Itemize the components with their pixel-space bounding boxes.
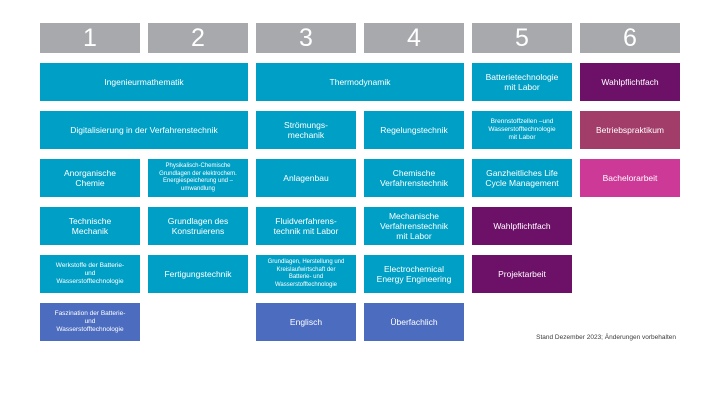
course-box-fertigungstechnik: Fertigungstechnik <box>148 255 248 293</box>
revision-note: Stand Dezember 2023; Änderungen vorbehal… <box>536 334 676 341</box>
semester-column-1: 1 <box>40 23 140 53</box>
semester-column-4: 4 <box>364 23 464 53</box>
course-box-ueberfachlich: Überfachlich <box>364 303 464 341</box>
course-box-stroemungsmechanik: Strömungs- mechanik <box>256 111 356 149</box>
course-box-werkstoffe: Werkstoffe der Batterie- und Wasserstoff… <box>40 255 140 293</box>
course-box-life-cycle-management: Ganzheitliches Life Cycle Management <box>472 159 572 197</box>
course-box-batterietechnologie-mit-labor: Batterietechnologie mit Labor <box>472 63 572 101</box>
course-box-digitalisierung: Digitalisierung in der Verfahrenstechnik <box>40 111 248 149</box>
course-box-wahlpflichtfach-2: Wahlpflichtfach <box>472 207 572 245</box>
course-box-technische-mechanik: Technische Mechanik <box>40 207 140 245</box>
course-box-thermodynamik: Thermodynamik <box>256 63 464 101</box>
course-box-projektarbeit: Projektarbeit <box>472 255 572 293</box>
course-box-grundlagen-des-konstruierens: Grundlagen des Konstruierens <box>148 207 248 245</box>
semester-column-3: 3 <box>256 23 356 53</box>
course-box-mechanische-verfahrenstechnik: Mechanische Verfahrenstechnik mit Labor <box>364 207 464 245</box>
course-box-betriebspraktikum: Betriebspraktikum <box>580 111 680 149</box>
course-box-physikalisch-chemische-grundlagen: Physikalisch-Chemische Grundlagen der el… <box>148 159 248 197</box>
course-box-wahlpflichtfach-1: Wahlpflichtfach <box>580 63 680 101</box>
course-box-fluidverfahrenstechnik: Fluidverfahrens- technik mit Labor <box>256 207 356 245</box>
course-box-grundlagen-herstellung: Grundlagen, Herstellung und Kreislaufwir… <box>256 255 356 293</box>
course-box-faszination: Faszination der Batterie- und Wasserstof… <box>40 303 140 341</box>
semester-column-6: 6 <box>580 23 680 53</box>
course-box-anlagenbau: Anlagenbau <box>256 159 356 197</box>
course-box-bachelorarbeit: Bachelorarbeit <box>580 159 680 197</box>
course-box-electrochemical-energy-engineering: Electrochemical Energy Engineering <box>364 255 464 293</box>
course-box-regelungstechnik: Regelungstechnik <box>364 111 464 149</box>
course-box-brennstoffzellen: Brennstoffzellen –und Wasserstofftechnol… <box>472 111 572 149</box>
course-box-anorganische-chemie: Anorganische Chemie <box>40 159 140 197</box>
course-box-ingenieurmathematik: Ingenieurmathematik <box>40 63 248 101</box>
course-box-englisch: Englisch <box>256 303 356 341</box>
course-box-chemische-verfahrenstechnik: Chemische Verfahrenstechnik <box>364 159 464 197</box>
semester-column-5: 5 <box>472 23 572 53</box>
semester-column-2: 2 <box>148 23 248 53</box>
